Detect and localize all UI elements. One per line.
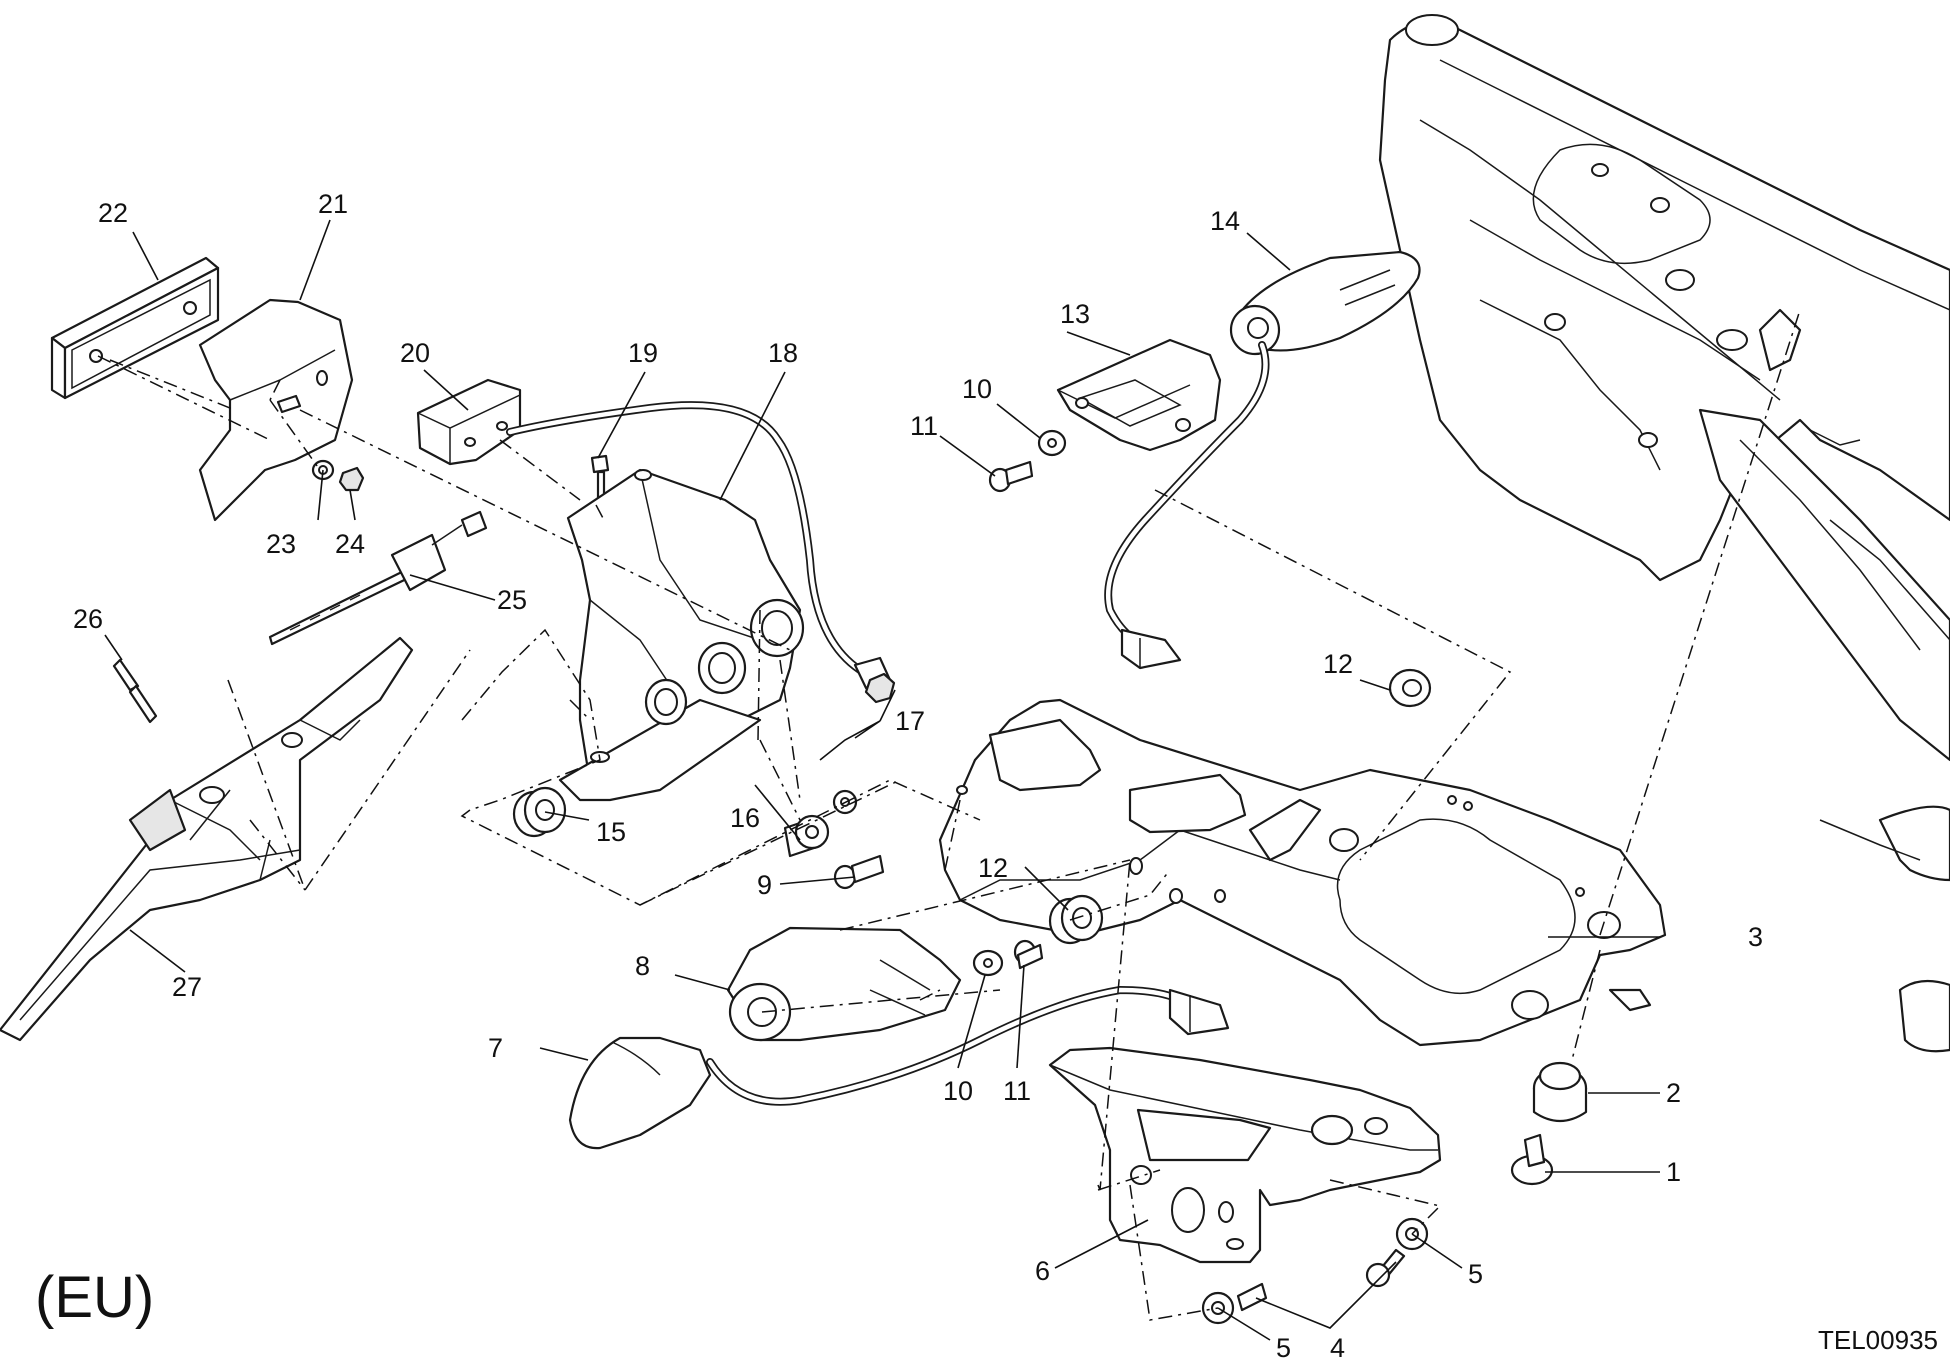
grommet-2 bbox=[1532, 1061, 1588, 1123]
indicator-support-8 bbox=[726, 926, 962, 1042]
bolt-4-right bbox=[1365, 1248, 1406, 1288]
main-bracket-3 bbox=[938, 698, 1667, 1047]
callout-20: 20 bbox=[400, 338, 430, 368]
callout-17: 17 bbox=[895, 706, 925, 736]
callout-14: 14 bbox=[1210, 206, 1240, 236]
callout-11-top: 11 bbox=[910, 411, 938, 441]
licence-plate-reflector bbox=[50, 256, 220, 400]
indicator-cable-lower bbox=[706, 985, 1230, 1106]
callout-10-top: 10 bbox=[962, 374, 992, 404]
rear-subframe bbox=[1378, 14, 1950, 1053]
reference-code: TEL00935 bbox=[1818, 1325, 1938, 1355]
grommet-12-top bbox=[1388, 668, 1432, 708]
callout-9: 9 bbox=[757, 870, 772, 900]
callout-19: 19 bbox=[628, 338, 658, 368]
callout-16: 16 bbox=[730, 803, 760, 833]
callout-23: 23 bbox=[266, 529, 296, 559]
turn-indicator-14 bbox=[1229, 250, 1421, 356]
callout-1: 1 bbox=[1666, 1157, 1681, 1187]
cable-tie-25 bbox=[268, 510, 488, 646]
tail-light-bracket-18 bbox=[558, 468, 805, 802]
callout-22: 22 bbox=[98, 198, 128, 228]
spacer-16 bbox=[783, 814, 830, 858]
grommet-15 bbox=[512, 786, 567, 838]
callout-25: 25 bbox=[497, 585, 527, 615]
nuts-17 bbox=[832, 672, 896, 815]
assembly-lines bbox=[97, 309, 1801, 1321]
callout-12-mid: 12 bbox=[978, 853, 1008, 883]
screw-9 bbox=[833, 854, 885, 890]
callout-24: 24 bbox=[335, 529, 365, 559]
callout-10-mid: 10 bbox=[943, 1076, 973, 1106]
callout-5-left: 5 bbox=[1276, 1333, 1291, 1363]
callout-15: 15 bbox=[596, 817, 626, 847]
callout-13: 13 bbox=[1060, 299, 1090, 329]
washer-10-mid bbox=[972, 949, 1004, 977]
callout-27: 27 bbox=[172, 972, 202, 1002]
callout-6: 6 bbox=[1035, 1256, 1050, 1286]
callout-8: 8 bbox=[635, 951, 650, 981]
callout-labels: 22 21 20 19 18 13 14 10 11 23 24 25 26 2… bbox=[73, 189, 1763, 1363]
bolt-1 bbox=[1510, 1133, 1554, 1186]
plate-holder-27 bbox=[0, 636, 414, 1042]
washer-5-left bbox=[1201, 1291, 1235, 1325]
callout-5-right: 5 bbox=[1468, 1259, 1483, 1289]
callout-26: 26 bbox=[73, 604, 103, 634]
turn-indicator-7 bbox=[568, 1036, 712, 1150]
callout-21: 21 bbox=[318, 189, 348, 219]
screw-11-mid bbox=[1013, 939, 1044, 970]
grommet-12-mid bbox=[1048, 894, 1104, 945]
indicator-cable-top bbox=[1104, 341, 1270, 670]
callout-3: 3 bbox=[1748, 922, 1763, 952]
callout-7: 7 bbox=[488, 1033, 503, 1063]
washer-10-top bbox=[1037, 429, 1067, 457]
leader-lines bbox=[104, 219, 1660, 1341]
screw-26 bbox=[112, 658, 158, 724]
washer-nut-23-24 bbox=[311, 459, 365, 492]
screw-11-top bbox=[988, 460, 1034, 493]
callout-11-mid: 11 bbox=[1003, 1076, 1031, 1106]
lower-bracket-6 bbox=[1048, 1046, 1442, 1264]
plate-bracket bbox=[198, 298, 354, 522]
region-tag: (EU) bbox=[35, 1265, 154, 1330]
bolt-4-left bbox=[1236, 1282, 1268, 1312]
plate-light-20 bbox=[416, 378, 522, 466]
indicator-support-13 bbox=[1056, 338, 1222, 452]
callout-2: 2 bbox=[1666, 1078, 1681, 1108]
callout-12-top: 12 bbox=[1323, 649, 1353, 679]
callout-18: 18 bbox=[768, 338, 798, 368]
callout-4: 4 bbox=[1330, 1333, 1345, 1363]
